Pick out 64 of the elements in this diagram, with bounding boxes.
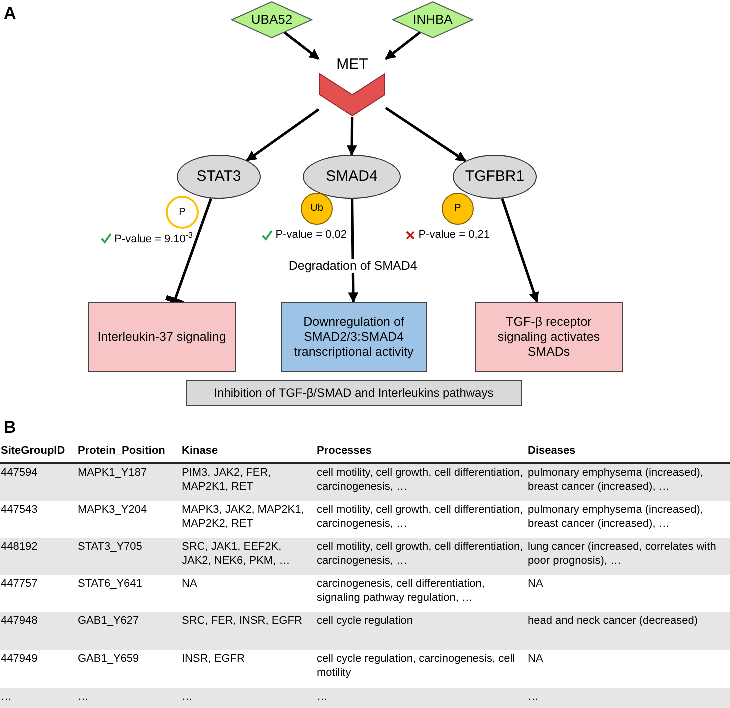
table-cell-text: PIM3, JAK2, FER, MAP2K1, RET [181,466,272,494]
gene-diamond: INHBA [393,2,473,38]
arrow [284,31,320,60]
table-cell-text: NA [527,652,544,666]
table-cell-text: GAB1_Y659 [77,652,140,666]
table-cell-text: … [0,690,13,704]
table-cell-text: INSR, EGFR [181,652,246,666]
table-cell-text: NA [181,577,198,591]
table-cell-text: pulmonary emphysema (increased), breast cancer (increased), … [527,503,704,531]
table-cell-text: SRC, JAK1, EEF2K, JAK2, NEK6, PKM, … [181,540,292,568]
table-cell-text: carcinogenesis, cell differentiation, signaling pathway regulation, … [316,577,486,605]
table-cell-text: … [77,690,90,704]
pathway-box: TGF-β receptor signaling activates SMADs [475,302,623,372]
table-cell-text: GAB1_Y627 [77,614,140,628]
protein-ellipse: STAT3 [177,155,261,199]
table-cell-text: … [527,690,540,704]
panel-letter: A [4,4,16,24]
pathway-box: Downregulation of SMAD2/3:SMAD4 transcriptional activity [281,302,427,372]
arrow [246,108,320,162]
table-cell-text: 447949 [0,652,39,666]
column-header: Protein_Position [77,444,166,458]
column-header: Processes [316,444,374,458]
table-cell-text: NA [527,577,544,591]
table-cell-text: cell motility, cell growth, cell differentiation, carcinogenesis, … [316,503,524,531]
gene-diamond: UBA52 [232,2,312,38]
table-cell-text: cell motility, cell growth, cell differentiation, carcinogenesis, … [316,540,524,568]
table-cell-text: STAT6_Y641 [77,577,144,591]
column-header: Diseases [527,444,577,458]
protein-ellipse: SMAD4 [303,155,401,199]
pathway-box: Interleukin-37 signaling [88,302,236,372]
table-cell-text: pulmonary emphysema (increased), breast cancer (increased), … [527,466,704,494]
table-cell-text: cell cycle regulation, carcinogenesis, cell motility [316,652,516,680]
column-header: SiteGroupID [0,444,66,458]
table-cell-text: 447543 [0,503,39,517]
table-cell-text: STAT3_Y705 [77,540,144,554]
panel-letter: B [4,418,16,438]
table-cell-text: lung cancer (increased, correlates with poor prognosis), … [527,540,718,568]
protein-ellipse: TGFBR1 [453,155,537,199]
modification-badge: P [442,193,474,225]
table-cell-text: cell cycle regulation [316,614,414,628]
table-cell-text: MAPK3_Y204 [77,503,148,517]
table-cell-text: 447594 [0,466,39,480]
arrow [348,198,359,304]
column-header: Kinase [181,444,220,458]
table-cell-text: head and neck cancer (decreased) [527,614,699,628]
arrow [346,116,358,156]
table-cell-text: 448192 [0,540,39,554]
p-value: P-value = 9.10$^{-3}$ [114,231,193,246]
table-cell-text: … [181,690,194,704]
modification-badge: P [166,196,199,229]
p-value: P-value = 0,02 [276,229,347,241]
modification-badge: Ub [301,193,333,225]
arrow [385,31,422,60]
table-cell-text: 447948 [0,614,39,628]
table-cell-text: … [316,690,329,704]
summary-box: Inhibition of TGF-β/SMAD and Interleukins pathways [186,380,522,406]
table-cell-text: 447757 [0,577,39,591]
table-cell-text: MAPK1_Y187 [77,466,148,480]
p-value: P-value = 0,21 [418,229,490,241]
arrow [501,198,540,303]
table-cell-text: MAPK3, JAK2, MAP2K1, MAP2K2, RET [181,503,306,531]
table-cell-text: cell motility, cell growth, cell differentiation, carcinogenesis, … [316,466,524,494]
arrow [385,107,467,162]
table-cell-text: SRC, FER, INSR, EGFR [181,614,304,628]
